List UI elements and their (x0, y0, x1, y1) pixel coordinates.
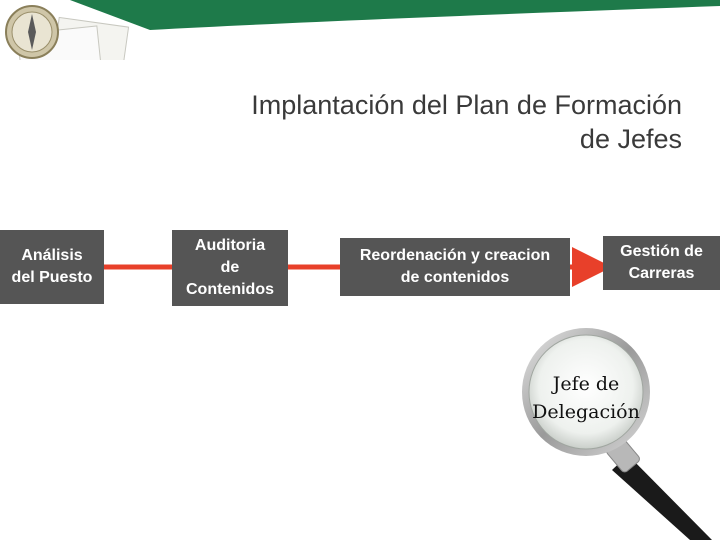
lens-label-line: Delegación (532, 401, 640, 423)
slide-title-line: Implantación del Plan de Formación (251, 90, 682, 120)
step-label-line: de contenidos (400, 269, 510, 286)
step-auditoria-contenidos: Auditoria de Contenidos (172, 230, 288, 306)
step-label-line: Análisis (21, 247, 83, 264)
step-label-line: de (220, 259, 240, 276)
corner-illustration (5, 0, 720, 60)
step-label-line: Contenidos (186, 281, 274, 298)
slide-title: Implantación del Plan de Formación de Je… (162, 88, 682, 156)
step-gestion-carreras: Gestión de Carreras (603, 236, 720, 290)
compass-icon (5, 5, 59, 59)
step-reordenacion-contenidos: Reordenación y creacion de contenidos (340, 238, 570, 296)
step-label-line: del Puesto (11, 269, 93, 286)
lens-label: Jefe de Delegación (524, 370, 648, 426)
step-label-line: Carreras (628, 265, 695, 282)
step-label-line: Gestión de (620, 243, 703, 260)
step-label-line: Auditoria (194, 237, 266, 254)
step-analisis-puesto: Análisis del Puesto (0, 230, 104, 304)
slide-title-line: de Jefes (579, 124, 682, 154)
lens-label-line: Jefe de (552, 373, 620, 395)
step-label-line: Reordenación y creacion (359, 247, 551, 264)
